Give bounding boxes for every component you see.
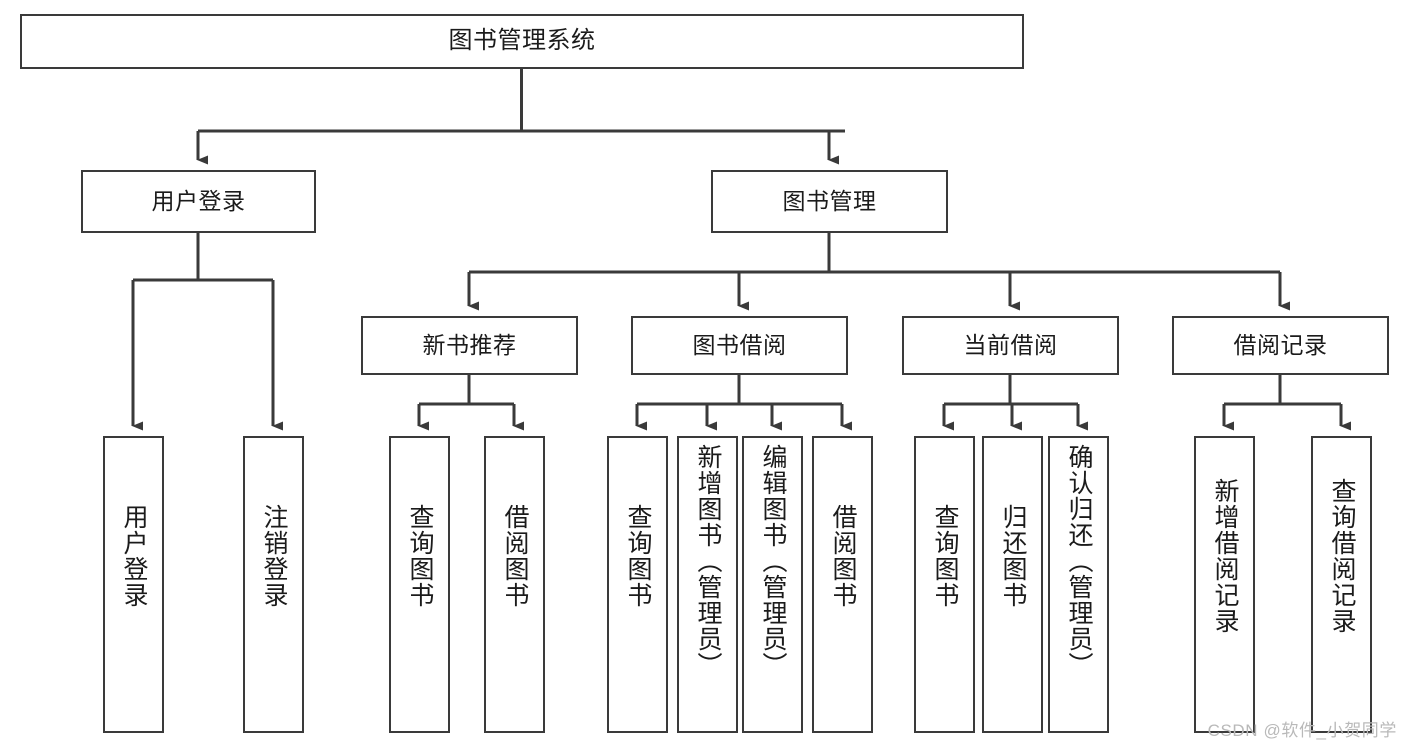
node-leaf-query-book-2[interactable]: 查询图书 [607, 436, 668, 733]
node-leaf-edit-book[interactable]: 编辑图书（管理员） [742, 436, 803, 733]
node-leaf-query-book-3-label: 查询图书 [931, 504, 959, 608]
node-book-borrow[interactable]: 图书借阅 [631, 316, 848, 375]
node-user-login[interactable]: 用户登录 [81, 170, 316, 233]
node-new-book-recommend[interactable]: 新书推荐 [361, 316, 578, 375]
node-leaf-query-book-3[interactable]: 查询图书 [914, 436, 975, 733]
node-leaf-confirm-return[interactable]: 确认归还（管理员） [1048, 436, 1109, 733]
node-leaf-borrow-book-2[interactable]: 借阅图书 [812, 436, 873, 733]
node-leaf-logout-label: 注销登录 [260, 504, 288, 608]
node-leaf-user-login-label: 用户登录 [120, 504, 148, 608]
node-leaf-query-book-1[interactable]: 查询图书 [389, 436, 450, 733]
node-leaf-logout[interactable]: 注销登录 [243, 436, 304, 733]
node-new-book-recommend-label: 新书推荐 [422, 331, 517, 358]
node-leaf-return-book[interactable]: 归还图书 [982, 436, 1043, 733]
node-leaf-add-record-label: 新增借阅记录 [1211, 478, 1239, 634]
node-book-management[interactable]: 图书管理 [711, 170, 948, 233]
node-leaf-borrow-book-1-label: 借阅图书 [501, 504, 529, 608]
node-leaf-add-record[interactable]: 新增借阅记录 [1194, 436, 1255, 733]
node-leaf-query-record-label: 查询借阅记录 [1328, 478, 1356, 634]
node-leaf-borrow-book-2-label: 借阅图书 [829, 504, 857, 608]
node-leaf-query-book-2-label: 查询图书 [624, 504, 652, 608]
node-leaf-add-book-label: 新增图书（管理员） [694, 444, 722, 678]
node-leaf-confirm-return-label: 确认归还（管理员） [1065, 444, 1093, 678]
node-leaf-edit-book-label: 编辑图书（管理员） [759, 444, 787, 678]
node-leaf-query-record[interactable]: 查询借阅记录 [1311, 436, 1372, 733]
node-leaf-query-book-1-label: 查询图书 [406, 504, 434, 608]
node-leaf-user-login[interactable]: 用户登录 [103, 436, 164, 733]
node-root[interactable]: 图书管理系统 [20, 14, 1024, 69]
node-book-management-label: 图书管理 [782, 187, 877, 214]
node-leaf-borrow-book-1[interactable]: 借阅图书 [484, 436, 545, 733]
node-borrow-record[interactable]: 借阅记录 [1172, 316, 1389, 375]
node-user-login-label: 用户登录 [151, 187, 246, 214]
node-book-borrow-label: 图书借阅 [692, 331, 787, 358]
node-current-borrow-label: 当前借阅 [963, 331, 1058, 358]
node-root-label: 图书管理系统 [448, 27, 596, 55]
node-current-borrow[interactable]: 当前借阅 [902, 316, 1119, 375]
watermark: CSDN @软件_小贺同学 [1207, 721, 1397, 740]
node-borrow-record-label: 借阅记录 [1233, 331, 1328, 358]
node-leaf-return-book-label: 归还图书 [999, 504, 1027, 608]
node-leaf-add-book[interactable]: 新增图书（管理员） [677, 436, 738, 733]
